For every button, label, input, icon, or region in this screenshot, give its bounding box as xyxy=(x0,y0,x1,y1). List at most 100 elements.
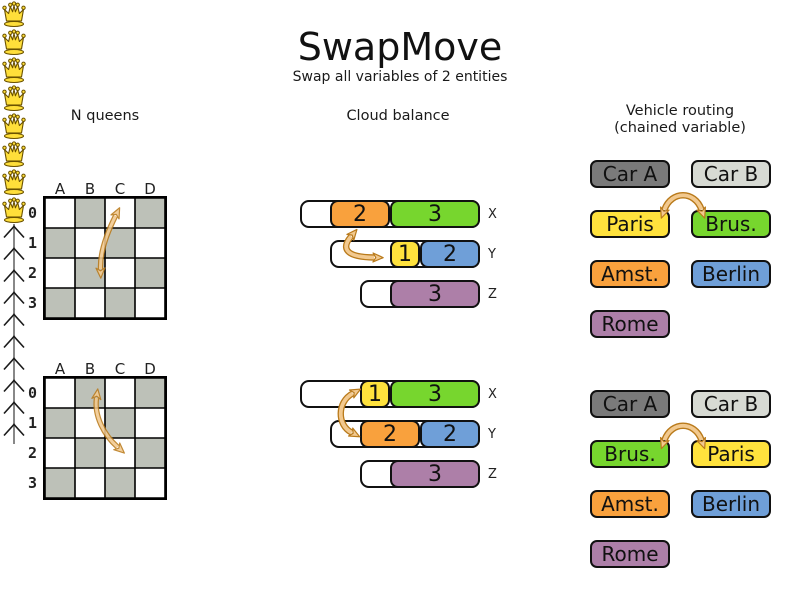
board-col-label-D: D xyxy=(144,360,156,378)
board-row-label-3: 3 xyxy=(27,294,37,312)
board-row-label-0: 0 xyxy=(27,384,37,402)
chain-arrow xyxy=(0,400,28,422)
chain-arrow-icon xyxy=(3,290,25,312)
queen-A0 xyxy=(0,0,28,28)
board-col-label-C: C xyxy=(114,180,126,198)
board-row-label-1: 1 xyxy=(27,414,37,432)
vehiclerouting-sublabel: (chained variable) xyxy=(614,120,746,136)
board-col-label-A: A xyxy=(54,180,66,198)
vehicle-box-cara: Car A xyxy=(590,160,670,188)
visit-box-amst: Amst. xyxy=(590,490,670,518)
section-header-vehiclerouting: Vehicle routing (chained variable) xyxy=(580,103,780,137)
board-cell-A2 xyxy=(45,258,75,288)
computer-label-Y: Y xyxy=(488,427,496,442)
chain-arrow-icon xyxy=(3,422,25,444)
board-cell-A1 xyxy=(45,408,75,438)
chessboard-after xyxy=(43,376,167,500)
board-cell-B2 xyxy=(75,258,105,288)
board-row-label-2: 2 xyxy=(27,444,37,462)
board-cell-B3 xyxy=(75,288,105,318)
vehicle-box-cara: Car A xyxy=(590,390,670,418)
process-segment-yellow: 1 xyxy=(390,240,420,268)
chessboard-before xyxy=(43,196,167,320)
chain-arrow xyxy=(0,378,28,400)
board-cell-C3 xyxy=(105,468,135,498)
process-segment-orange: 2 xyxy=(330,200,390,228)
visit-box-rome: Rome xyxy=(590,310,670,338)
board-cell-D3 xyxy=(135,468,165,498)
chain-arrow-icon xyxy=(3,356,25,378)
board-cell-D1 xyxy=(135,228,165,258)
vehicle-box-carb: Car B xyxy=(691,390,771,418)
visit-box-berlin: Berlin xyxy=(691,490,771,518)
chain-arrow-icon xyxy=(3,378,25,400)
process-segment-green: 3 xyxy=(390,200,480,228)
queen-icon xyxy=(2,113,26,140)
board-cell-C1 xyxy=(105,408,135,438)
board-cell-B1 xyxy=(75,228,105,258)
process-segment-yellow: 1 xyxy=(360,380,390,408)
visit-box-amst: Amst. xyxy=(590,260,670,288)
chain-arrow-icon xyxy=(3,334,25,356)
queen-B2 xyxy=(0,84,28,112)
board-col-label-D: D xyxy=(144,180,156,198)
board-col-label-B: B xyxy=(84,360,96,378)
queen-D1 xyxy=(0,168,28,196)
computer-label-X: X xyxy=(488,387,497,402)
chain-arrow xyxy=(0,224,28,246)
board-col-label-A: A xyxy=(54,360,66,378)
section-header-nqueens: N queens xyxy=(70,108,140,124)
computer-label-Z: Z xyxy=(488,467,497,482)
board-cell-B1 xyxy=(75,408,105,438)
board-cell-C0 xyxy=(105,378,135,408)
chain-arrow-icon xyxy=(3,400,25,422)
process-segment-blue: 2 xyxy=(420,420,480,448)
chain-arrow xyxy=(0,268,28,290)
visit-box-paris: Paris xyxy=(691,440,771,468)
page-subtitle: Swap all variables of 2 entities xyxy=(292,69,508,85)
visit-box-berlin: Berlin xyxy=(691,260,771,288)
board-cell-A3 xyxy=(45,468,75,498)
board-cell-A3 xyxy=(45,288,75,318)
visit-box-paris: Paris xyxy=(590,210,670,238)
chain-arrow xyxy=(0,312,28,334)
chain-arrow xyxy=(0,246,28,268)
board-cell-D1 xyxy=(135,408,165,438)
visit-box-brus: Brus. xyxy=(590,440,670,468)
queen-C0 xyxy=(0,28,28,56)
chain-arrow xyxy=(0,290,28,312)
queen-icon xyxy=(2,1,26,28)
board-cell-C2 xyxy=(105,438,135,468)
chain-arrow xyxy=(0,334,28,356)
board-cell-C3 xyxy=(105,288,135,318)
board-cell-C2 xyxy=(105,258,135,288)
computer-label-Y: Y xyxy=(488,247,496,262)
visit-box-brus: Brus. xyxy=(691,210,771,238)
process-segment-purple: 3 xyxy=(390,280,480,308)
queen-icon xyxy=(2,197,26,224)
queen-B0 xyxy=(0,140,28,168)
chain-arrow xyxy=(0,356,28,378)
queen-C2 xyxy=(0,196,28,224)
board-row-label-3: 3 xyxy=(27,474,37,492)
queen-icon xyxy=(2,85,26,112)
vehicle-box-carb: Car B xyxy=(691,160,771,188)
process-segment-green: 3 xyxy=(390,380,480,408)
queen-icon xyxy=(2,57,26,84)
board-cell-A1 xyxy=(45,228,75,258)
board-cell-B0 xyxy=(75,198,105,228)
queen-D1 xyxy=(0,56,28,84)
visit-box-rome: Rome xyxy=(590,540,670,568)
chain-arrow-icon xyxy=(3,246,25,268)
board-cell-B3 xyxy=(75,468,105,498)
board-row-label-2: 2 xyxy=(27,264,37,282)
queen-A0 xyxy=(0,112,28,140)
process-segment-blue: 2 xyxy=(420,240,480,268)
board-cell-B0 xyxy=(75,378,105,408)
board-row-label-0: 0 xyxy=(27,204,37,222)
chain-arrow-icon xyxy=(3,312,25,334)
page-title: SwapMove xyxy=(297,25,503,69)
board-cell-D2 xyxy=(135,438,165,468)
board-cell-D3 xyxy=(135,288,165,318)
